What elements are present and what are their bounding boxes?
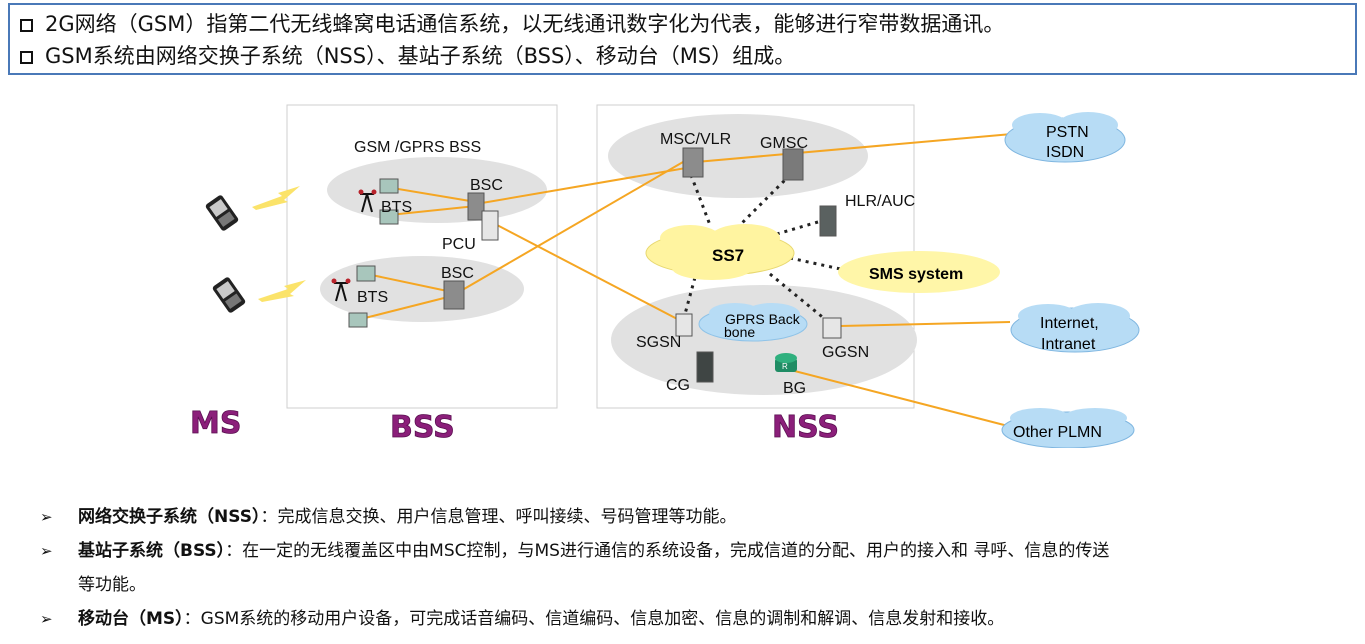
- section-label-nss: NSS: [772, 410, 839, 445]
- note-ms: ➢ 移动台（MS）：GSM系统的移动用户设备，可完成话音编码、信道编码、信息加密、…: [40, 602, 1350, 636]
- sgsn-label: SGSN: [636, 334, 681, 351]
- checkbox-bullet-icon: [20, 51, 33, 64]
- bts-box-icon: [379, 178, 399, 194]
- note-term: 移动台（MS）: [78, 609, 184, 629]
- router-icon: R: [775, 353, 797, 372]
- bts-box-icon: [348, 312, 368, 328]
- cg-server-icon: [696, 351, 714, 383]
- bss-ellipse-2: [320, 256, 524, 322]
- bss-ellipse-1: [327, 157, 547, 223]
- internet-label: Internet,: [1040, 315, 1099, 332]
- arrow-bullet-icon: ➢: [40, 610, 53, 628]
- bts-label-2: BTS: [357, 289, 388, 306]
- link-lines: [356, 133, 1013, 427]
- gprs-back-label: GPRS Back: [725, 311, 801, 327]
- section-label-ms: MS: [190, 406, 241, 441]
- equipment: [348, 147, 842, 383]
- other-plmn-label: Other PLMN: [1013, 424, 1102, 441]
- gmsc-server-icon: [782, 148, 804, 181]
- header-text-2: GSM系统由网络交换子系统（NSS）、基站子系统（BSS）、移动台（MS）组成。: [45, 44, 796, 68]
- pcu-label: PCU: [442, 236, 476, 253]
- bsc-label-2: BSC: [441, 265, 474, 282]
- checkbox-bullet-icon: [20, 19, 33, 32]
- header-box: 2G网络（GSM）指第二代无线蜂窝电话通信系统，以无线通讯数字化为代表，能够进行…: [8, 3, 1357, 75]
- msc-vlr-label: MSC/VLR: [660, 131, 731, 148]
- note-bss-continued: 等功能。: [40, 568, 1350, 602]
- bts-box-icon: [379, 209, 399, 225]
- sms-system-node: [838, 251, 1000, 293]
- ss7-label: SS7: [712, 246, 744, 265]
- arrow-bullet-icon: ➢: [40, 508, 53, 526]
- ggsn-label: GGSN: [822, 344, 869, 361]
- radio-links: [252, 186, 306, 302]
- msc-server-icon: [682, 147, 704, 178]
- mobile-phone-icon: [212, 277, 246, 313]
- isdn-label: ISDN: [1046, 144, 1084, 161]
- hlr-server-icon: [819, 205, 837, 237]
- hlr-auc-label: HLR/AUC: [845, 193, 915, 210]
- bsc-server-icon: [467, 192, 485, 221]
- bsc-label-1: BSC: [470, 177, 503, 194]
- sgsn-server-icon: [675, 313, 693, 337]
- note-bss: ➢ 基站子系统（BSS）：在一定的无线覆盖区中由MSC控制，与MS进行通信的系统设…: [40, 534, 1350, 568]
- bts-box-icon: [356, 265, 376, 282]
- other-plmn-cloud: [1001, 408, 1135, 448]
- ss7-cloud: [645, 224, 795, 280]
- arrow-bullet-icon: ➢: [40, 542, 53, 560]
- header-text-1: 2G网络（GSM）指第二代无线蜂窝电话通信系统，以无线通讯数字化为代表，能够进行…: [45, 12, 1005, 36]
- antenna-icon: [331, 189, 377, 284]
- gprs-bone-label: bone: [724, 324, 755, 340]
- internet-cloud: [1010, 303, 1140, 353]
- svg-text:R: R: [782, 362, 788, 371]
- sms-system-label: SMS system: [869, 266, 963, 283]
- section-label-bss: BSS: [390, 410, 455, 445]
- header-line-1: 2G网络（GSM）指第二代无线蜂窝电话通信系统，以无线通讯数字化为代表，能够进行…: [20, 9, 1004, 39]
- mobile-phone-icon: [205, 195, 239, 231]
- bg-label: BG: [783, 380, 806, 397]
- pcu-server-icon: [481, 210, 499, 241]
- header-line-2: GSM系统由网络交换子系统（NSS）、基站子系统（BSS）、移动台（MS）组成。: [20, 41, 795, 71]
- bss-title: GSM /GPRS BSS: [354, 139, 481, 156]
- intranet-label: Intranet: [1041, 336, 1096, 353]
- gprs-backbone-cloud: [698, 303, 808, 342]
- note-term: 基站子系统（BSS）: [78, 541, 226, 561]
- note-term: 网络交换子系统（NSS）: [78, 507, 261, 527]
- note-text: ：GSM系统的移动用户设备，可完成话音编码、信道编码、信息加密、信息的调制和解调…: [183, 609, 1005, 629]
- pstn-label: PSTN: [1046, 124, 1089, 141]
- note-nss: ➢ 网络交换子系统（NSS）：完成信息交换、用户信息管理、呼叫接续、号码管理等功能…: [40, 500, 1350, 534]
- cg-label: CG: [666, 377, 690, 394]
- gmsc-label: GMSC: [760, 135, 808, 152]
- msc-ellipse: [608, 114, 868, 198]
- gsm-architecture-diagram: SS7 SMS system GPRS Back bone PSTN ISDN …: [190, 104, 1140, 448]
- note-text: 等功能。: [78, 575, 146, 595]
- note-text: ：在一定的无线覆盖区中由MSC控制，与MS进行通信的系统设备，完成信道的分配、用…: [225, 541, 1110, 561]
- note-text: ：完成信息交换、用户信息管理、呼叫接续、号码管理等功能。: [260, 507, 737, 527]
- pstn-cloud: [1004, 112, 1126, 163]
- bts-label-1: BTS: [381, 199, 412, 216]
- ggsn-server-icon: [822, 317, 842, 339]
- notes-list: ➢ 网络交换子系统（NSS）：完成信息交换、用户信息管理、呼叫接续、号码管理等功能…: [40, 500, 1350, 636]
- bsc-server-icon: [443, 280, 465, 310]
